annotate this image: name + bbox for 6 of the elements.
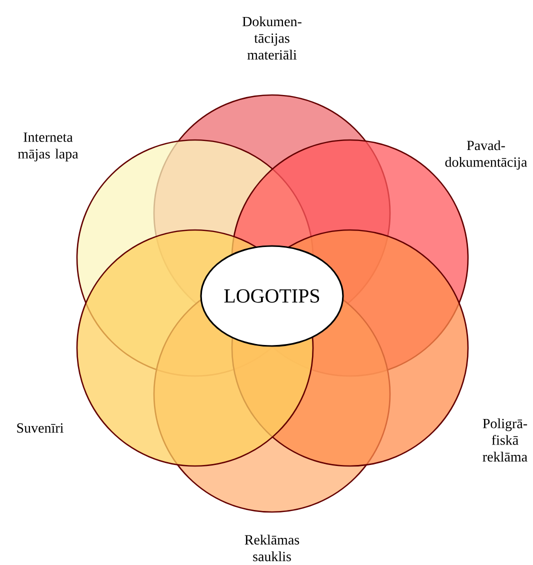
circle-label: Reklāmas sauklis xyxy=(244,534,300,562)
circle-label: Pavad-dokumentācija xyxy=(445,140,528,170)
circle-label: Interneta mājas lapa xyxy=(18,132,78,162)
circle-label: Poligrā-fiskā reklāma xyxy=(482,418,528,462)
circle-label: Suvenīri xyxy=(17,423,64,433)
circle-label: Dokumen-tācijas materiāli xyxy=(242,16,302,60)
